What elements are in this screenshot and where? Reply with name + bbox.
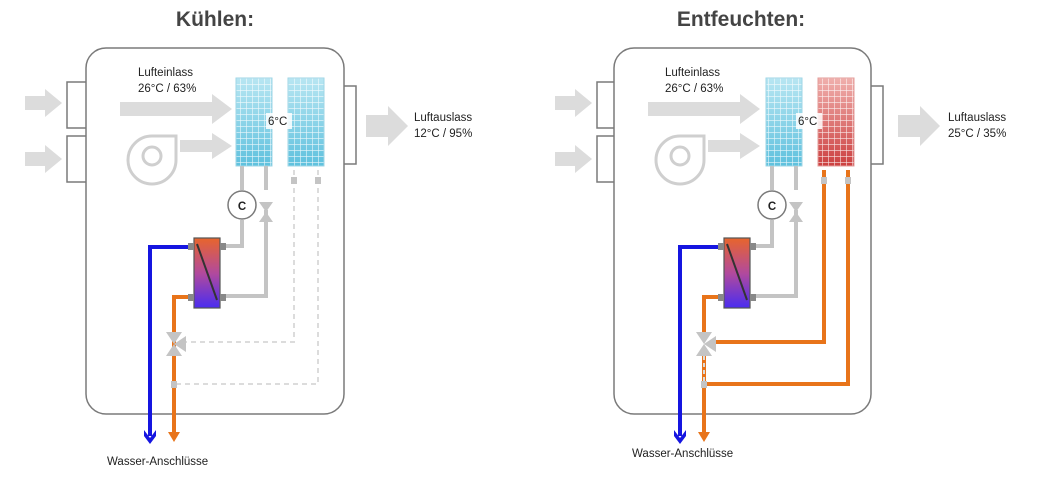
- outlet-flange: [871, 85, 884, 165]
- air-outlet-arrow: [366, 106, 408, 146]
- refrigerant-pipes: [220, 166, 268, 298]
- inlet-flange: [596, 81, 614, 183]
- panel-title: Kühlen:: [176, 8, 254, 31]
- water-connections-label: Wasser-Anschlüsse: [107, 456, 208, 468]
- water-connection-icon: [144, 430, 156, 444]
- air-inlet-label: Lufteinlass: [138, 67, 193, 79]
- heat-exchanger: [718, 237, 756, 309]
- air-flow-arrow: [708, 133, 760, 159]
- air-outlet-label: Luftauslass: [948, 112, 1006, 124]
- air-flow-arrow: [120, 94, 232, 124]
- air-inlet-values: 26°C / 63%: [665, 83, 723, 95]
- coil-temperature: 6°C: [798, 116, 817, 128]
- air-outlet-label: Luftauslass: [414, 112, 472, 124]
- air-inlet-arrow: [25, 145, 62, 173]
- air-inlet-values: 26°C / 63%: [138, 83, 196, 95]
- fan-icon: [126, 134, 178, 186]
- air-inlet-label: Lufteinlass: [665, 67, 720, 79]
- reheat-water-lines: [704, 170, 850, 386]
- panel-cooling: Kühlen: Lufteinlass 26°C / 63%: [25, 8, 472, 468]
- air-inlet-arrow: [555, 89, 592, 117]
- reheat-coil: [287, 77, 325, 167]
- water-connections-label: Wasser-Anschlüsse: [632, 448, 733, 460]
- inactive-water-lines: [174, 170, 319, 385]
- air-outlet-arrow: [898, 106, 940, 146]
- water-connection-icon: [698, 432, 710, 442]
- air-flow-arrow: [648, 94, 760, 124]
- hot-water-pipe: [172, 295, 188, 436]
- heat-exchanger: [188, 237, 226, 309]
- pipe-connector: [291, 177, 297, 184]
- panel-dehumidifying: Entfeuchten: Lufteinlass 26°C / 63% 6°C: [555, 8, 1006, 460]
- pipe-connector: [845, 177, 851, 184]
- compressor-icon: C: [227, 190, 257, 220]
- compressor-icon: C: [757, 190, 787, 220]
- panel-title: Entfeuchten:: [677, 8, 805, 31]
- air-outlet-values: 25°C / 35%: [948, 128, 1006, 140]
- refrigerant-pipes: [750, 166, 798, 298]
- expansion-valve-icon: [789, 202, 803, 222]
- svg-text:C: C: [238, 201, 246, 213]
- outlet-flange: [344, 85, 357, 165]
- pipe-connector: [821, 177, 827, 184]
- svg-text:C: C: [768, 201, 776, 213]
- reheat-coil: [817, 77, 855, 167]
- pipe-connector: [171, 381, 177, 388]
- air-flow-arrow: [180, 133, 232, 159]
- three-way-valve-icon: [696, 332, 716, 356]
- cold-water-pipe: [678, 245, 718, 436]
- three-way-valve-icon: [166, 332, 186, 356]
- inlet-flange: [66, 81, 86, 183]
- air-outlet-values: 12°C / 95%: [414, 128, 472, 140]
- cold-water-pipe: [148, 245, 188, 436]
- hot-water-pipe: [702, 295, 718, 332]
- expansion-valve-icon: [259, 202, 273, 222]
- air-inlet-arrow: [25, 89, 62, 117]
- pipe-connector: [701, 381, 707, 388]
- air-inlet-arrow: [555, 145, 592, 173]
- coil-temperature: 6°C: [268, 116, 287, 128]
- water-connection-icon: [168, 432, 180, 442]
- fan-icon: [654, 134, 706, 186]
- pipe-connector: [315, 177, 321, 184]
- water-connection-icon: [674, 430, 686, 444]
